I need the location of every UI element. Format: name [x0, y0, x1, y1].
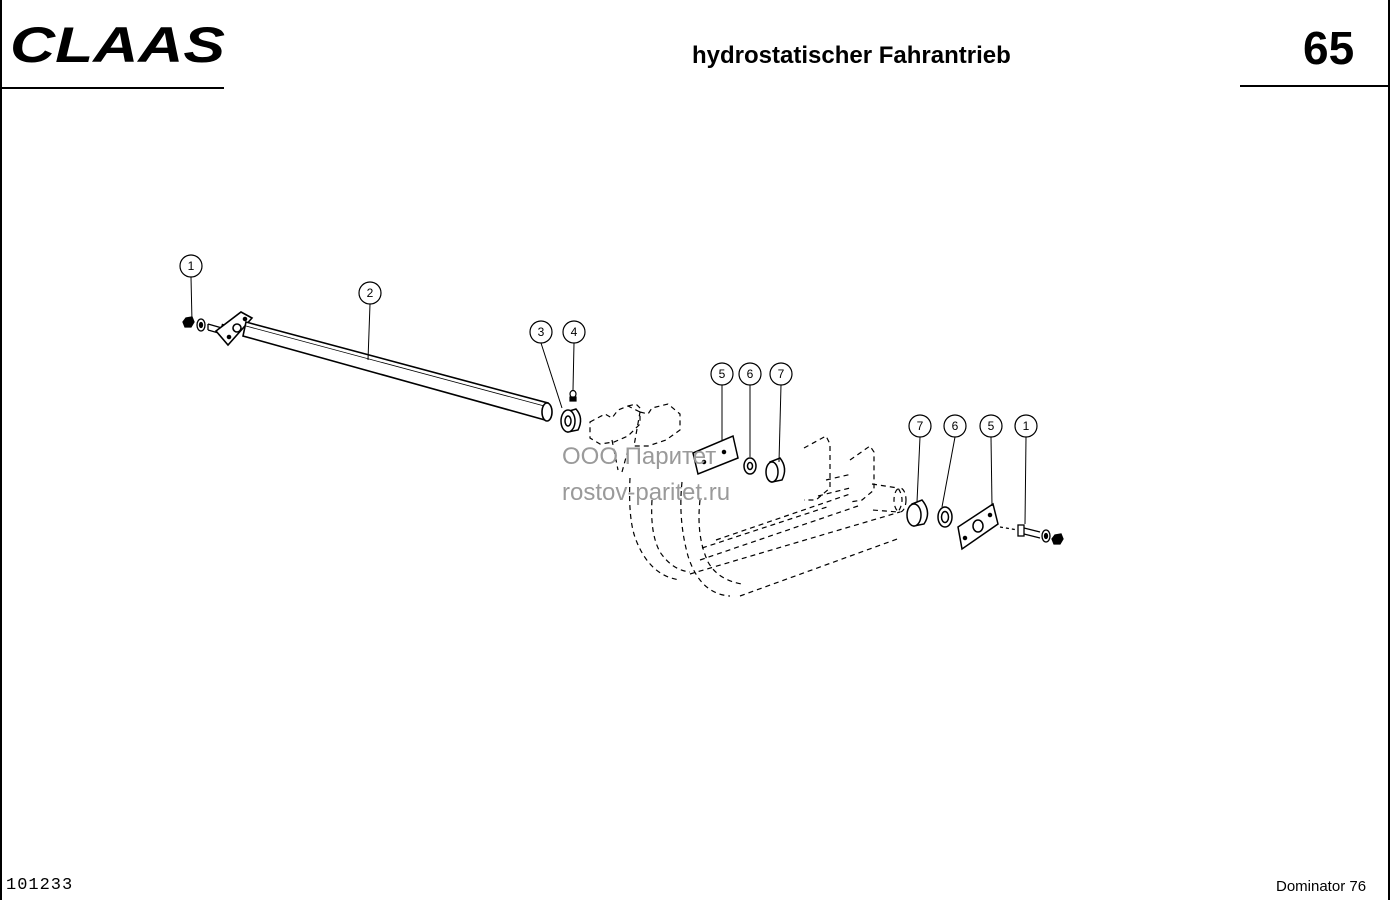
- callout-label: 6: [952, 419, 959, 433]
- washer: [1041, 529, 1051, 543]
- callout-label: 1: [188, 259, 195, 273]
- page-title: hydrostatischer Fahrantrieb: [692, 42, 1011, 69]
- callout-1-left: 1: [179, 254, 203, 278]
- callout-label: 3: [538, 325, 545, 339]
- logo-text: CLAAS: [10, 17, 225, 73]
- washer: [196, 318, 206, 332]
- callout-label: 4: [571, 325, 578, 339]
- callout-label: 6: [747, 367, 754, 381]
- washer-right: [937, 506, 953, 528]
- watermark-url: rostov-paritet.ru: [562, 479, 730, 506]
- claas-logo: CLAAS: [10, 17, 225, 73]
- bolt: [1017, 524, 1041, 539]
- bushing-left: [560, 408, 582, 433]
- callout-1-right: 1: [1014, 414, 1038, 438]
- watermark: ООО Паритет rostov-paritet.ru: [562, 443, 730, 506]
- callout-5-right: 5: [979, 414, 1003, 438]
- callout-label: 2: [367, 286, 374, 300]
- callout-6-right: 6: [943, 414, 967, 438]
- callout-label: 5: [719, 367, 726, 381]
- shaft-tube: [242, 321, 553, 422]
- shaft-with-flange: [214, 311, 553, 422]
- pedal-assembly-outline: [589, 403, 907, 597]
- callout-label: 1: [1023, 419, 1030, 433]
- page-number: 65: [1303, 22, 1354, 74]
- callout-7-middle: 7: [769, 362, 793, 386]
- model-name: Dominator 76: [1276, 878, 1366, 895]
- nut: [1051, 533, 1064, 545]
- watermark-company: ООО Паритет: [562, 443, 716, 470]
- grease-nipple: [569, 389, 577, 402]
- callout-4: 4: [562, 320, 586, 344]
- callout-label: 7: [778, 367, 785, 381]
- callout-5-middle: 5: [710, 362, 734, 386]
- bushing-right: [906, 499, 929, 527]
- plate-middle: [692, 434, 739, 476]
- flange-plate: [214, 311, 254, 347]
- right-fastener-set: [999, 524, 1064, 545]
- drawing-number: 101233: [6, 876, 73, 895]
- callout-label: 5: [988, 419, 995, 433]
- plate-right: [957, 502, 999, 551]
- callout-3: 3: [529, 320, 553, 344]
- callout-label: 7: [917, 419, 924, 433]
- callout-leaders: [190, 276, 1027, 525]
- callout-2: 2: [358, 281, 382, 305]
- callout-6-middle: 6: [738, 362, 762, 386]
- callout-7-right: 7: [908, 414, 932, 438]
- washer-middle: [743, 457, 757, 475]
- bushing-middle: [765, 457, 786, 483]
